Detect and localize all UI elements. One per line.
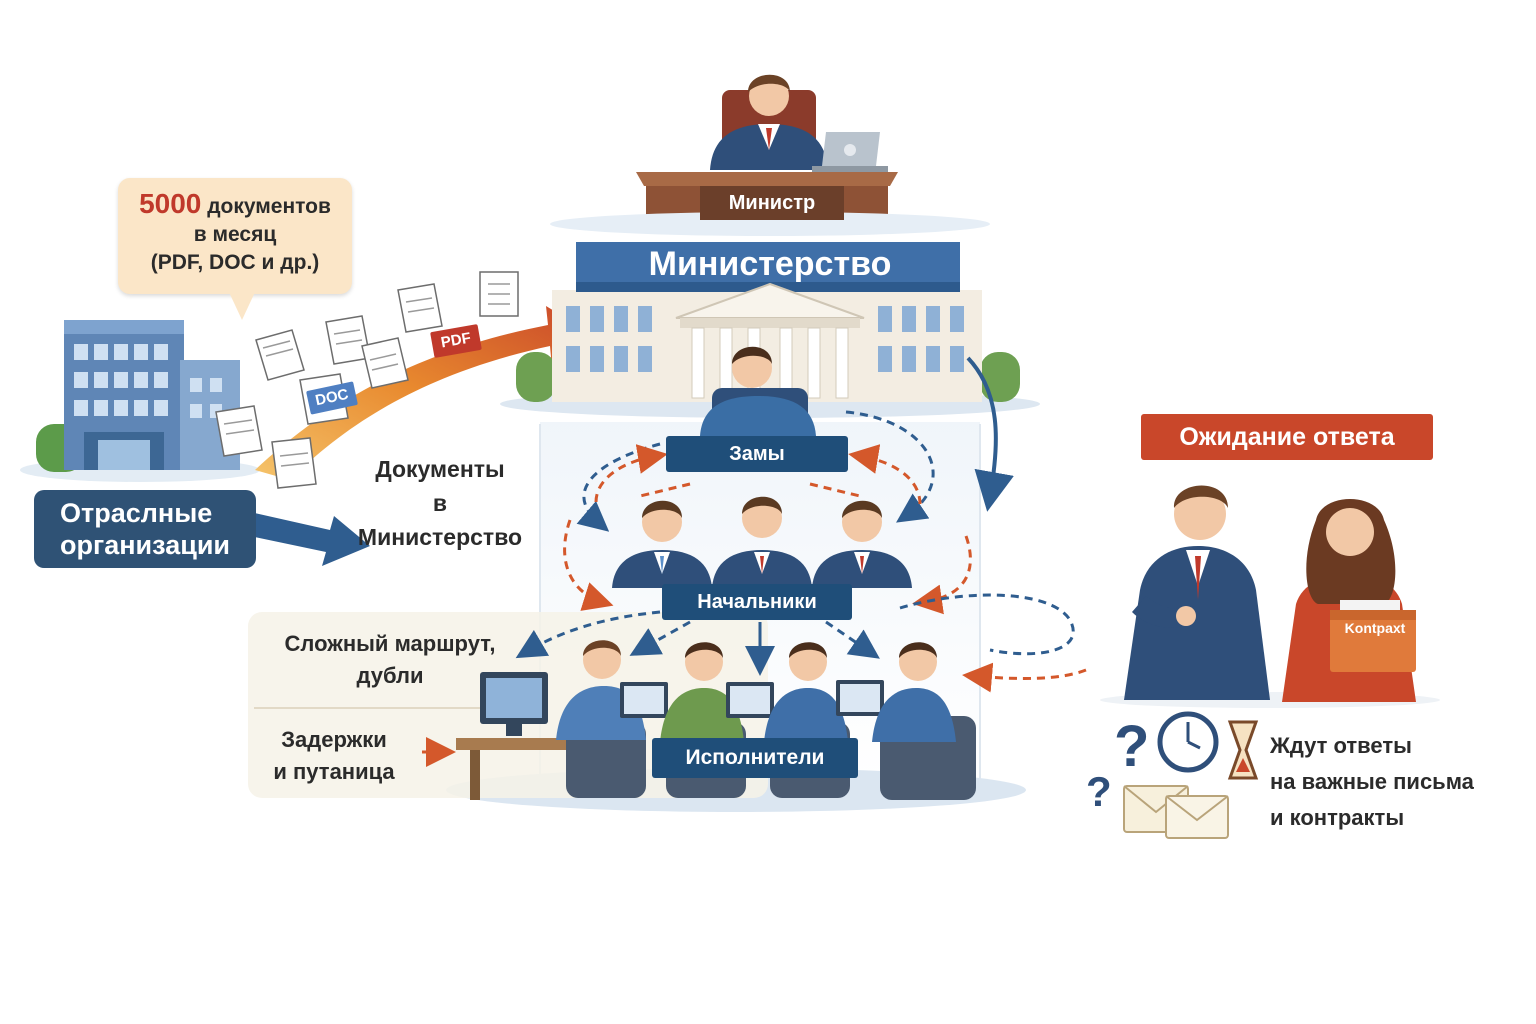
executors-label: Исполнители [652,738,858,778]
question-mark-icon: ? ? [1086,714,1149,815]
ministry-building-icon [500,212,1040,418]
waiting-line2: на важные письма [1270,769,1474,794]
svg-text:?: ? [1086,768,1112,815]
callout-tail [228,290,256,320]
delay-line2: и путаница [273,759,395,784]
laptop-icon [812,132,888,172]
callout-line2: в месяц [193,223,277,246]
doc-count: 5000 [139,188,202,219]
computer-monitor-icon [726,682,774,718]
route-problem-text: Сложный маршрут, дубли [272,628,508,692]
delay-line1: Задержки [281,727,387,752]
svg-text:?: ? [1114,714,1149,779]
heads-label: Начальники [662,584,852,620]
waiting-title: Ожидание ответа [1141,414,1433,460]
flow-label: Документы в Министерство [350,452,530,554]
route-line2: дубли [356,663,424,688]
person-icon [1282,499,1416,702]
contract-folder-label: Kontpaxt [1344,620,1406,636]
folder-icon [1330,600,1416,672]
person-icon [712,496,812,588]
flow-line2: в Министерство [357,490,523,550]
computer-monitor-icon [456,672,588,800]
dashed-flow-arrows [422,356,1087,767]
documents-flow-arrow [255,306,592,480]
orgs-arrow [250,512,370,566]
callout-line1: документов [207,195,331,218]
waiting-text: Ждут ответы на важные письма и контракты [1270,728,1500,836]
envelope-icon [1123,785,1229,839]
delay-problem-text: Задержки и путаница [260,724,408,788]
minister-label: Министр [700,186,844,220]
person-icon [612,500,712,588]
callout-line3: (PDF, DOC и др.) [150,251,320,274]
office-building-icon [20,320,260,482]
person-icon [700,346,816,436]
sector-orgs-label: Отраслные организации [34,490,256,568]
flow-line1: Документы [375,456,505,482]
waiting-line1: Ждут ответы [1270,733,1412,758]
computer-monitor-icon [620,682,668,718]
clock-icon [1157,711,1219,773]
ministry-title: Министерство [648,245,892,283]
orgs-line1: Отраслные [60,498,213,528]
person-icon [812,500,912,588]
waiting-line3: и контракты [1270,805,1405,830]
hourglass-icon [1227,720,1259,780]
person-icon [872,642,976,800]
deputies-label: Замы [666,436,848,472]
computer-monitor-icon [836,680,884,716]
orgs-line2: организации [60,530,231,560]
volume-callout: 5000 документов в месяц (PDF, DOC и др.) [118,178,352,294]
route-line1: Сложный маршрут, [284,631,496,656]
